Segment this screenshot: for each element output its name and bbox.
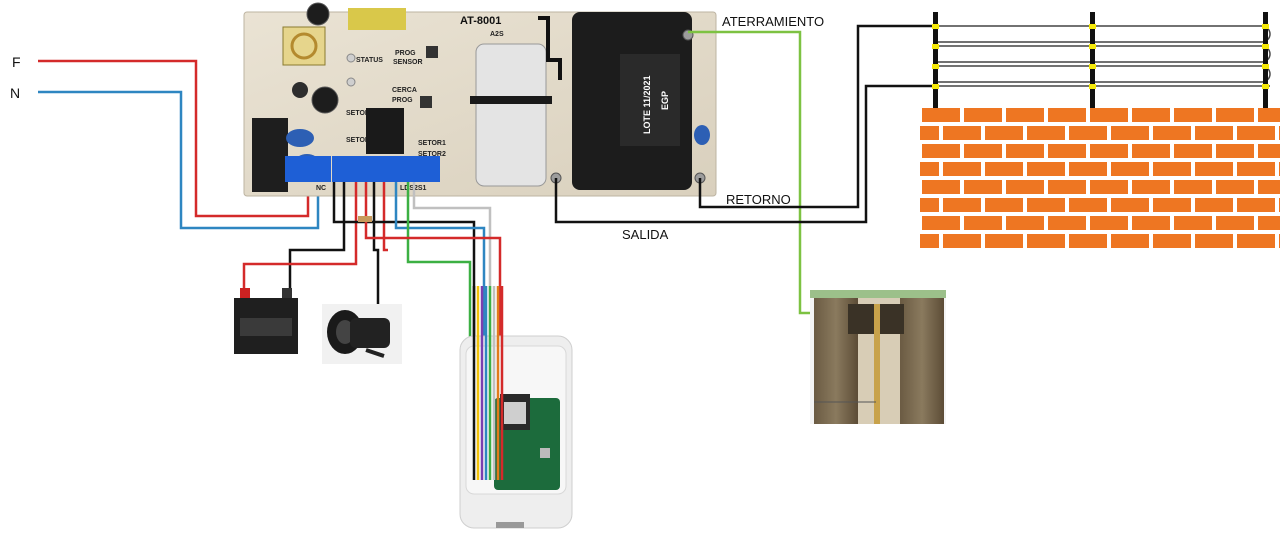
relay [366,108,404,154]
phase-wire [38,59,310,218]
hv-capacitor [475,43,547,187]
siren [322,304,402,364]
setor1-right-label: SETOR1 [418,140,446,147]
ground-rod [810,290,946,424]
setor2-right-label: SETOR2 [418,151,446,158]
output-wire [554,84,935,224]
phase-label: F [12,54,21,70]
module-button [540,448,550,458]
resistor [358,216,372,222]
model-suffix-label: A2S [490,31,504,38]
output-label: SALIDA [622,227,669,242]
battery [234,288,298,354]
ground-wire [688,30,880,315]
neutral-label: N [10,85,20,101]
mains-terminal-block [285,156,331,182]
prog-sensor-button [426,46,438,58]
lot-label: LOTE 11/2021 [642,75,652,134]
model-label: AT-8001 [460,15,501,27]
electrolytic-capacitor [306,2,330,26]
cerca-label: CERCA [392,87,417,94]
electric-fence [920,12,1280,250]
ground-rod-bar [874,304,880,424]
power-relay [252,118,288,192]
io-terminal-block [332,156,440,182]
setor2-label: SETOR2 [346,137,374,144]
fence-post [1090,12,1095,108]
nc-label: NC [316,185,326,192]
fence-post [1263,12,1268,108]
fence-post [933,12,938,108]
prog-sensor-label: PROG [395,50,416,57]
return-wire [698,24,935,209]
wifi-module [459,286,573,529]
setor1-label: SETOR1 [346,110,374,117]
brand-label: EGP [660,91,670,110]
prog-cerca-button [420,96,432,108]
return-label: RETORNO [726,192,791,207]
electrolytic-capacitor [311,86,339,114]
grounding-label: ATERRAMIENTO [722,14,824,29]
sensor-label: SENSOR [393,59,423,66]
prog-label: PROG [392,97,413,104]
controller-board: STATUS PROG SENSOR CERCA PROG SETOR1 SET… [243,2,717,197]
status-label: STATUS [356,57,383,64]
neutral-wire [38,90,320,230]
led-status [346,53,356,63]
mains-wires [38,59,320,230]
brick-wall [920,106,1280,250]
